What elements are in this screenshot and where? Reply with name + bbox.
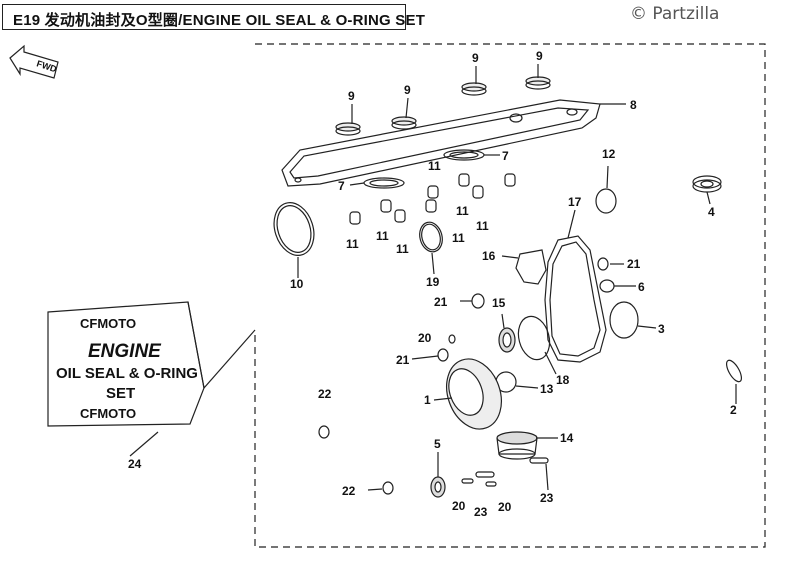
callout-11: 11: [376, 229, 389, 243]
seal-14: [496, 431, 538, 460]
o-ring-3: [609, 301, 639, 339]
cam-plug-gasket: [363, 149, 485, 189]
callout-15: 15: [492, 296, 506, 310]
callout-11: 11: [476, 219, 489, 233]
oil-seal-1: [446, 358, 502, 430]
o-ring-19: [419, 221, 443, 253]
callout-23: 23: [540, 491, 554, 505]
callout-9: 9: [404, 83, 411, 97]
callout-11: 11: [346, 237, 359, 251]
o-ring-22: [318, 425, 330, 439]
callout-8: 8: [630, 98, 637, 112]
watermark: © Partzilla: [630, 4, 720, 24]
card-brand-top: CFMOTO: [80, 316, 136, 331]
card-brand-bottom: CFMOTO: [80, 406, 136, 421]
callout-1: 1: [424, 393, 431, 407]
callout-18: 18: [556, 373, 570, 387]
callout-20: 20: [418, 331, 432, 345]
callout-22: 22: [342, 484, 356, 498]
callout-4: 4: [708, 205, 715, 219]
gasket-16: [515, 249, 547, 285]
callout-3: 3: [658, 322, 665, 336]
o-ring-22: [382, 481, 394, 495]
callout-9: 9: [348, 89, 355, 103]
seal-ring-small: [461, 457, 549, 487]
o-ring-21: [437, 348, 449, 362]
card-line-3: SET: [106, 385, 135, 402]
o-ring-6: [599, 279, 615, 293]
seal-5: [430, 476, 446, 498]
callout-leaders: [129, 64, 737, 491]
card-leader-line: [203, 329, 256, 389]
o-ring-12: [595, 188, 617, 214]
callout-labels: 9 9 9 9 8 12 4 7 7 11 11 11 11 11 11 11 …: [128, 49, 737, 519]
oil-seal-15: [498, 327, 516, 353]
o-ring-18: [517, 315, 551, 361]
callout-21: 21: [627, 257, 641, 271]
o-ring-20: [448, 334, 456, 344]
callout-9: 9: [472, 51, 479, 65]
callout-5: 5: [434, 437, 441, 451]
kit-card: CFMOTO ENGINE OIL SEAL & O-RING SET CFMO…: [47, 301, 205, 427]
spark-plug-seal: [335, 76, 551, 136]
callout-17: 17: [568, 195, 582, 209]
callout-21: 21: [396, 353, 410, 367]
callout-24: 24: [128, 457, 142, 471]
callout-20: 20: [452, 499, 466, 513]
callout-7: 7: [338, 179, 345, 193]
callout-21: 21: [434, 295, 448, 309]
callout-9: 9: [536, 49, 543, 63]
fwd-arrow-icon: [9, 44, 59, 79]
valve-cover-gasket: [281, 99, 601, 187]
callout-16: 16: [482, 249, 496, 263]
o-ring-10: [273, 202, 315, 256]
callout-23: 23: [474, 505, 488, 519]
callout-6: 6: [638, 280, 645, 294]
callout-12: 12: [602, 147, 616, 161]
callout-2: 2: [730, 403, 737, 417]
card-line-1: ENGINE: [88, 341, 162, 362]
callout-11: 11: [428, 159, 441, 173]
callout-19: 19: [426, 275, 440, 289]
o-ring-21: [471, 293, 485, 309]
callout-13: 13: [540, 382, 554, 396]
callout-11: 11: [456, 204, 469, 218]
title-bar: E19 发动机油封及O型圈/ENGINE OIL SEAL & O-RING S…: [2, 4, 425, 30]
callout-20: 20: [498, 500, 512, 514]
cover-gasket-17: [544, 235, 607, 363]
valve-stem-seal: [349, 173, 516, 225]
card-line-2: OIL SEAL & O-RING: [56, 365, 198, 382]
callout-11: 11: [396, 242, 409, 256]
page-title: E19 发动机油封及O型圈/ENGINE OIL SEAL & O-RING S…: [13, 12, 426, 29]
callout-7: 7: [502, 149, 509, 163]
callout-10: 10: [290, 277, 304, 291]
callout-14: 14: [560, 431, 574, 445]
o-ring-21: [597, 257, 609, 271]
grommet-4: [692, 175, 722, 193]
assembly-boundary: [254, 43, 766, 548]
o-ring-2: [726, 359, 742, 383]
callout-11: 11: [452, 231, 465, 245]
callout-22: 22: [318, 387, 332, 401]
